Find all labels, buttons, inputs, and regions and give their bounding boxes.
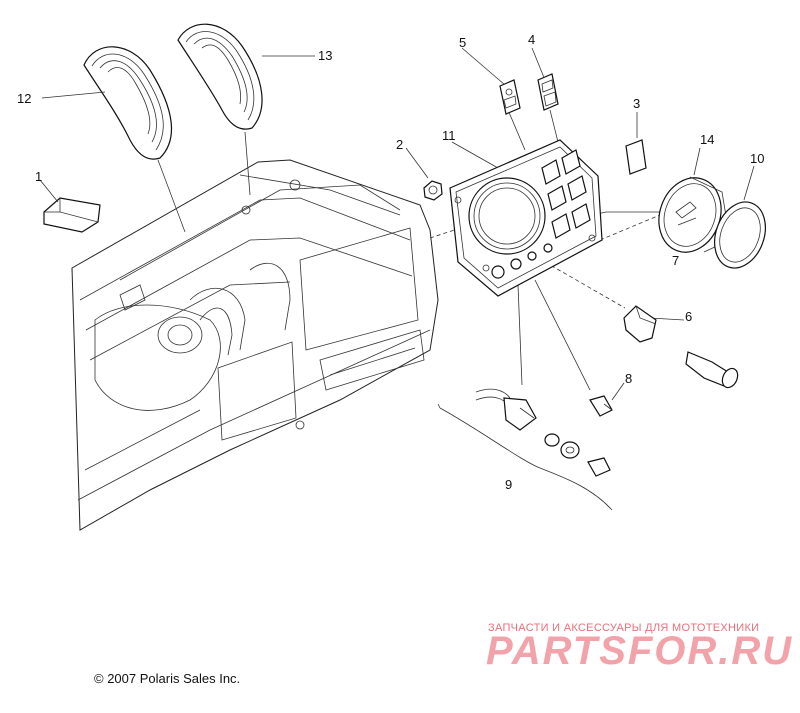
callout-14: 14 (700, 132, 714, 147)
callout-6: 6 (685, 309, 692, 324)
watermark-logo: PARTSFOR.RU (486, 629, 793, 673)
part-1-switch (43, 197, 101, 233)
part-10-gauge-ring (714, 201, 766, 269)
callout-8: 8 (625, 371, 632, 386)
part-13-vent-bezel (177, 23, 263, 130)
watermark: ЗАПЧАСТИ И АКСЕССУАРЫ ДЛЯ МОТОТЕХНИКИ PA… (486, 622, 793, 673)
part-4-switch (537, 73, 559, 111)
callout-1: 1 (35, 169, 42, 184)
callout-4: 4 (528, 32, 535, 47)
part-8-bulb (589, 395, 613, 417)
part-9-key-switch (437, 388, 613, 511)
part-3-plug (625, 139, 647, 175)
callout-9: 9 (505, 477, 512, 492)
callout-3: 3 (633, 96, 640, 111)
callout-2: 2 (396, 137, 403, 152)
callout-labels: 1 2 3 4 5 6 7 8 9 10 11 12 13 14 (17, 32, 764, 492)
part-12-vent-bezel (83, 46, 173, 160)
watermark-tagline: ЗАПЧАСТИ И АКСЕССУАРЫ ДЛЯ МОТОТЕХНИКИ (488, 622, 759, 634)
copyright-text: © 2007 Polaris Sales Inc. (94, 671, 240, 686)
part-11-instrument-panel (449, 139, 603, 297)
callout-10: 10 (750, 151, 764, 166)
part-5-switch (499, 79, 521, 115)
dashboard-panel (71, 159, 439, 531)
callout-7: 7 (672, 253, 679, 268)
callout-5: 5 (459, 35, 466, 50)
part-6-socket (623, 305, 739, 389)
callout-11: 11 (442, 128, 456, 143)
callout-12: 12 (17, 91, 31, 106)
callout-13: 13 (318, 48, 332, 63)
part-2-nut (423, 180, 443, 201)
